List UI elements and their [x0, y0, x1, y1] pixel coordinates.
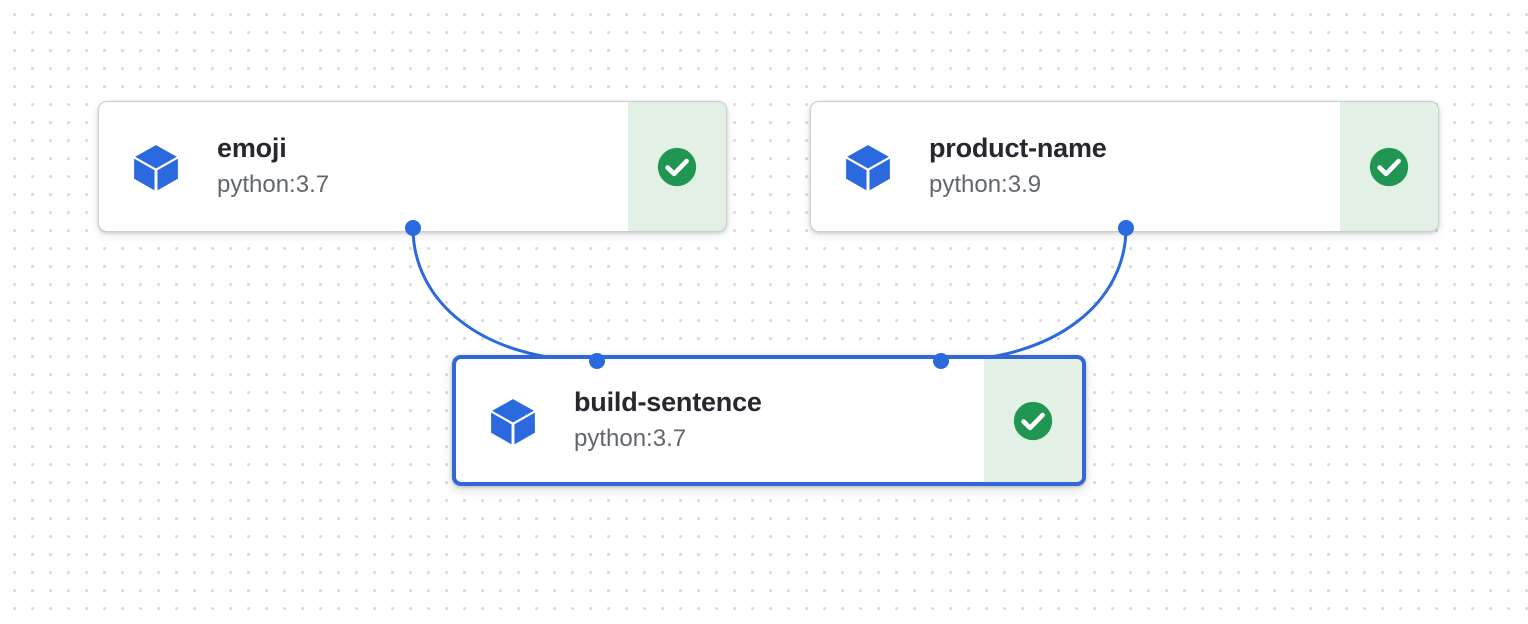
- cube-icon: [846, 144, 890, 190]
- input-port-build-sentence-right[interactable]: [933, 353, 949, 369]
- node-body: build-sentence python:3.7: [456, 359, 984, 482]
- output-port-emoji[interactable]: [405, 220, 421, 236]
- node-subtitle: python:3.7: [217, 171, 330, 199]
- node-title: build-sentence: [574, 386, 762, 417]
- node-status-panel: [1340, 102, 1438, 231]
- check-circle-icon: [657, 147, 697, 186]
- node-text: build-sentence python:3.7: [574, 387, 762, 454]
- node-text: product-name python:3.9: [929, 133, 1107, 200]
- node-body: product-name python:3.9: [811, 102, 1340, 231]
- pipeline-node-product-name[interactable]: product-name python:3.9: [810, 101, 1439, 232]
- node-title: emoji: [217, 132, 287, 163]
- node-text: emoji python:3.7: [217, 133, 329, 200]
- pipeline-node-build-sentence[interactable]: build-sentence python:3.7: [452, 355, 1086, 486]
- edge-emoji-to-build-sentence: [411, 226, 599, 363]
- node-subtitle: python:3.9: [929, 171, 1042, 199]
- pipeline-node-emoji[interactable]: emoji python:3.7: [98, 101, 727, 232]
- input-port-build-sentence-left[interactable]: [589, 353, 605, 369]
- output-port-product-name[interactable]: [1118, 220, 1134, 236]
- node-subtitle: python:3.7: [574, 425, 687, 453]
- node-title: product-name: [929, 132, 1107, 163]
- edge-product-name-to-build-sentence: [939, 226, 1128, 363]
- check-circle-icon: [1013, 401, 1053, 440]
- check-circle-icon: [1369, 147, 1409, 186]
- node-body: emoji python:3.7: [99, 102, 628, 231]
- cube-icon: [134, 144, 178, 190]
- node-status-panel: [984, 359, 1082, 482]
- cube-icon: [491, 398, 535, 444]
- node-status-panel: [628, 102, 726, 231]
